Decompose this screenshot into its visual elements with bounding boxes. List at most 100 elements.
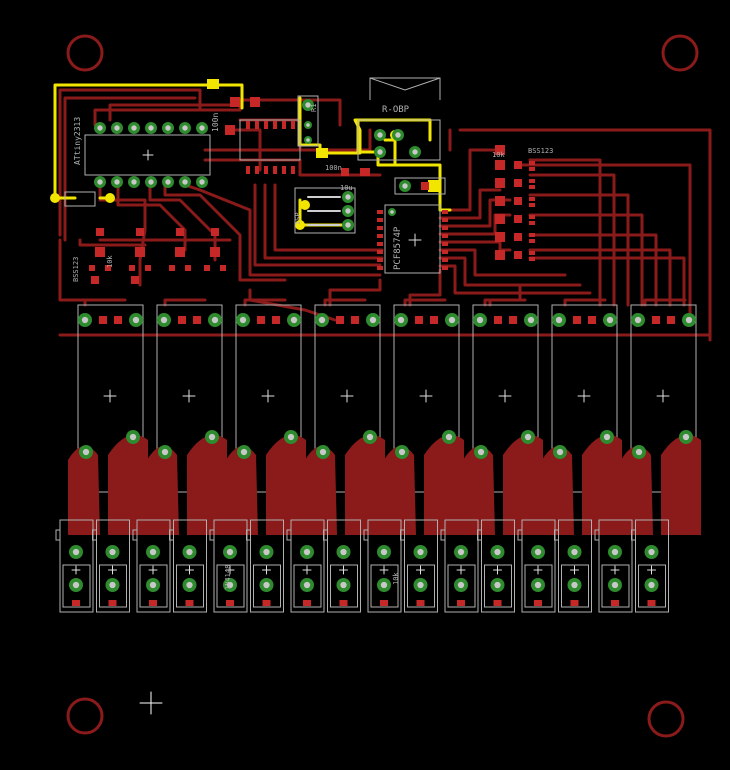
trace (163, 183, 287, 282)
smd-pad (351, 316, 359, 324)
terminal-screw (216, 564, 245, 608)
trace (458, 128, 712, 342)
smd-pad (529, 203, 535, 207)
pad-hole (345, 194, 351, 200)
top-pad (428, 180, 440, 192)
pad-hole (340, 548, 347, 556)
terminal-outline (327, 519, 361, 613)
pad-hole (603, 433, 611, 441)
trace (528, 248, 672, 307)
smd-pad (136, 228, 144, 236)
smd-pad (652, 316, 660, 324)
pad-hole (390, 210, 394, 214)
smd-pad (135, 247, 145, 257)
pad-hole (306, 123, 310, 127)
terminal (132, 519, 171, 613)
trace (328, 278, 382, 307)
smd-pad (442, 210, 448, 214)
smd-pad (377, 258, 383, 262)
smd-pad (514, 161, 522, 169)
pad-hole (72, 581, 80, 589)
pad-hole (160, 316, 168, 324)
contact-pour (542, 446, 574, 535)
label-mosfet-a: BSS123 (528, 147, 553, 155)
terminal-screw (293, 564, 322, 608)
trace (528, 173, 616, 307)
smd-pad (529, 161, 535, 165)
smd-pad (96, 228, 104, 236)
pad-hole (345, 208, 351, 214)
terminal (440, 519, 479, 613)
smd-pad (273, 166, 277, 174)
terminal-tab (92, 529, 97, 541)
smd-pad (573, 316, 581, 324)
terminal-outline (213, 519, 248, 613)
pad-hole (448, 316, 456, 324)
pad-hole (303, 581, 311, 589)
smd-pad (529, 185, 535, 189)
mounting-hole (66, 697, 104, 735)
terminal (246, 519, 284, 613)
pad-hole (457, 548, 465, 556)
contact-pour (108, 435, 148, 535)
smd-pad (291, 166, 295, 174)
label-ir-receiver: R-OBP (382, 105, 410, 115)
pad-hole (380, 581, 388, 589)
smd-pad (442, 234, 448, 238)
pad-hole (417, 548, 424, 556)
smd-pad (380, 600, 388, 606)
terminal-tab (477, 529, 482, 541)
pad-hole (226, 581, 234, 589)
smd-pad (457, 600, 465, 606)
terminal-tab (286, 529, 292, 541)
pad-hole (571, 581, 578, 589)
pad-hole (648, 581, 655, 589)
terminal-tab (132, 529, 138, 541)
smd-pad (534, 600, 542, 606)
contact-pour (463, 446, 495, 535)
pad-hole (417, 581, 424, 589)
smd-pad (611, 600, 619, 606)
smd-pad (529, 197, 535, 201)
pad-hole (571, 548, 578, 556)
pad-hole (305, 102, 311, 108)
smd-pad (529, 239, 535, 243)
terminal (477, 519, 515, 613)
smd-pad (149, 600, 157, 606)
trace (58, 88, 342, 237)
contact-pour (187, 435, 227, 535)
smd-pad (91, 276, 99, 284)
terminal-tab (246, 529, 251, 541)
contact-pour (345, 435, 385, 535)
pad-hole (97, 179, 103, 185)
pad-hole (208, 433, 216, 441)
trace (108, 103, 232, 122)
contact-pour (661, 435, 701, 535)
pad-hole (199, 179, 205, 185)
pad-hole (477, 448, 485, 456)
top-via (300, 200, 310, 210)
terminal-outline (635, 519, 669, 613)
terminal-screw (524, 564, 553, 608)
terminal-blocks (55, 519, 669, 613)
trace (438, 264, 592, 295)
label-res-10k-b: 10k (106, 255, 114, 268)
pad-hole (182, 179, 188, 185)
pad-hole (377, 132, 383, 138)
pad-hole (114, 125, 120, 131)
smd-pad (667, 316, 675, 324)
smd-pad (416, 600, 425, 606)
trace (528, 158, 602, 307)
pad-hole (263, 581, 270, 589)
pad-hole (524, 433, 532, 441)
trace (263, 183, 384, 260)
terminal-screw (484, 564, 512, 608)
label-cap-10u: 10u (340, 184, 353, 192)
smd-pad (129, 265, 135, 271)
label-res-top: R1 (310, 104, 318, 112)
smd-pad (495, 178, 505, 188)
terminal-tab (594, 529, 600, 541)
pad-hole (366, 433, 374, 441)
pad-hole (377, 149, 383, 155)
